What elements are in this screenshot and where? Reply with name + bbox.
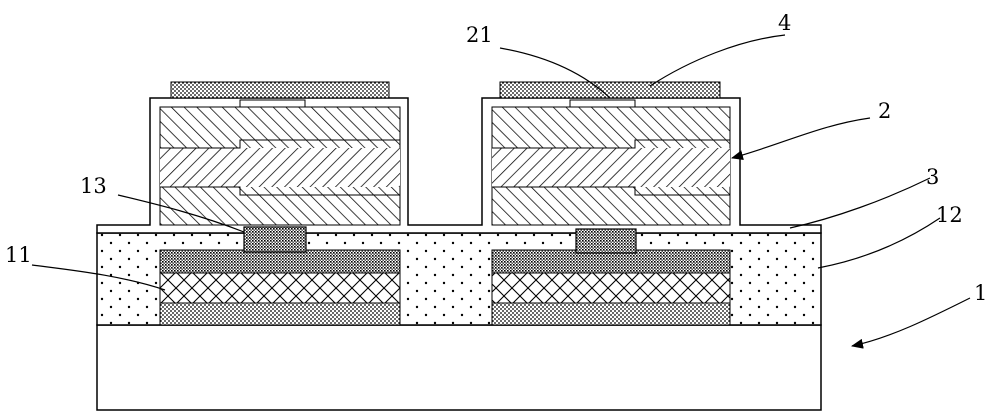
right-pixel-stack xyxy=(491,99,731,226)
label-12: 12 xyxy=(936,203,963,227)
right-top-electrode xyxy=(499,81,721,99)
label-11: 11 xyxy=(5,243,32,267)
leader-21 xyxy=(499,47,611,99)
leader-lines xyxy=(31,34,971,349)
left-top-electrode xyxy=(170,81,390,99)
label-21: 21 xyxy=(466,23,493,47)
right-unit-lower-stack xyxy=(491,249,731,326)
leader-2 xyxy=(731,117,871,160)
label-4: 4 xyxy=(778,11,791,35)
label-13: 13 xyxy=(80,174,107,198)
leader-4 xyxy=(649,34,786,87)
left-contact-block xyxy=(243,226,307,253)
leader-13 xyxy=(117,194,245,233)
label-3: 3 xyxy=(926,165,939,189)
right-contact-block xyxy=(575,228,637,254)
label-1: 1 xyxy=(974,281,987,305)
leader-1 xyxy=(851,297,971,349)
leader-12 xyxy=(817,217,941,269)
substrate-layer xyxy=(96,324,822,411)
leader-11 xyxy=(31,264,166,291)
left-dense-layer xyxy=(159,249,401,274)
left-unit-lower-stack xyxy=(159,249,401,326)
right-first-layer xyxy=(491,272,731,304)
leader-3 xyxy=(789,177,931,229)
left-pixel-stack xyxy=(159,99,401,226)
left-base-dots xyxy=(159,302,401,326)
label-2: 2 xyxy=(878,99,891,123)
left-first-layer xyxy=(159,272,401,304)
right-base-dots xyxy=(491,302,731,326)
